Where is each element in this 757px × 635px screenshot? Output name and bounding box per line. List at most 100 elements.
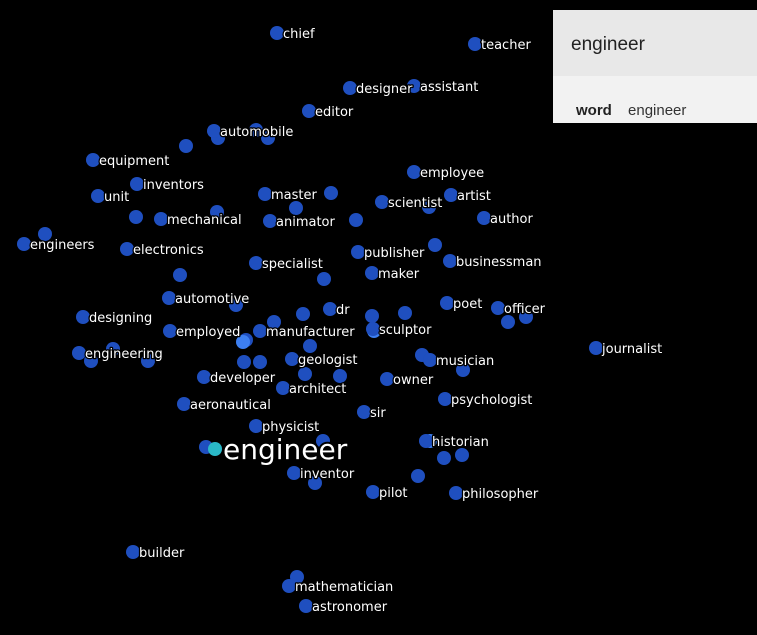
scatter-point[interactable] (298, 367, 312, 381)
point-electronics[interactable] (120, 242, 134, 256)
point-designer[interactable] (343, 81, 357, 95)
scatter-point[interactable] (422, 200, 436, 214)
scatter-point[interactable] (261, 131, 275, 145)
scatter-point[interactable] (38, 227, 52, 241)
point-developer[interactable] (197, 370, 211, 384)
label-master: master (271, 188, 317, 203)
point-designing[interactable] (76, 310, 90, 324)
point-businessman[interactable] (443, 254, 457, 268)
point-chief[interactable] (270, 26, 284, 40)
inspector-key: word (576, 102, 612, 119)
scatter-point[interactable] (308, 476, 322, 490)
point-journalist[interactable] (589, 341, 603, 355)
scatter-point[interactable] (249, 123, 263, 137)
point-philosopher[interactable] (449, 486, 463, 500)
label-employee: employee (420, 166, 484, 181)
scatter-point[interactable] (411, 469, 425, 483)
point-dr[interactable] (323, 302, 337, 316)
label-builder: builder (139, 546, 185, 561)
point-employed[interactable] (163, 324, 177, 338)
scatter-point[interactable] (267, 315, 281, 329)
scatter-point[interactable] (296, 307, 310, 321)
point-equipment[interactable] (86, 153, 100, 167)
scatter-point[interactable] (290, 570, 304, 584)
scatter-point[interactable] (437, 451, 451, 465)
point-artist[interactable] (444, 188, 458, 202)
point-publisher[interactable] (351, 245, 365, 259)
point-manufacturer[interactable] (253, 324, 267, 338)
label-historian: historian (432, 435, 489, 450)
scatter-point[interactable] (129, 210, 143, 224)
scatter-point[interactable] (428, 238, 442, 252)
point-sir[interactable] (357, 405, 371, 419)
label-astronomer: astronomer (312, 600, 388, 615)
scatter-point[interactable] (333, 369, 347, 383)
scatter-point[interactable] (324, 186, 338, 200)
inspector-value: engineer (628, 102, 687, 119)
label-officer: officer (504, 302, 546, 317)
point-poet[interactable] (440, 296, 454, 310)
point-maker[interactable] (365, 266, 379, 280)
scatter-point[interactable] (141, 354, 155, 368)
label-equipment: equipment (99, 154, 169, 169)
scatter-point[interactable] (316, 434, 330, 448)
scatter-point[interactable] (398, 306, 412, 320)
scatter-point[interactable] (317, 272, 331, 286)
scatter-point[interactable] (349, 213, 363, 227)
point-historian[interactable] (419, 434, 433, 448)
point-officer[interactable] (491, 301, 505, 315)
scatter-point[interactable] (455, 448, 469, 462)
label-author: author (490, 212, 533, 227)
point-animator[interactable] (263, 214, 277, 228)
scatter-point[interactable] (179, 139, 193, 153)
point-editor[interactable] (302, 104, 316, 118)
point-mechanical[interactable] (154, 212, 168, 226)
scatter-point[interactable] (173, 268, 187, 282)
scatter-point[interactable] (289, 201, 303, 215)
point-architect[interactable] (276, 381, 290, 395)
point-specialist[interactable] (249, 256, 263, 270)
point-inventor[interactable] (287, 466, 301, 480)
scatter-point[interactable] (229, 298, 243, 312)
point-master[interactable] (258, 187, 272, 201)
point-teacher[interactable] (468, 37, 482, 51)
label-dr: dr (336, 303, 350, 318)
scatter-point[interactable] (106, 342, 120, 356)
point-mathematician[interactable] (282, 579, 296, 593)
point-aeronautical[interactable] (177, 397, 191, 411)
scatter-point[interactable] (456, 363, 470, 377)
point-unit[interactable] (91, 189, 105, 203)
scatter-point[interactable] (303, 339, 317, 353)
scatter-point[interactable] (519, 310, 533, 324)
point-owner[interactable] (380, 372, 394, 386)
scatter-point[interactable] (236, 335, 250, 349)
label-physicist: physicist (262, 420, 319, 435)
point-author[interactable] (477, 211, 491, 225)
point-automotive[interactable] (162, 291, 176, 305)
scatter-point[interactable] (210, 205, 224, 219)
scatter-point[interactable] (237, 355, 251, 369)
scatter-point[interactable] (501, 315, 515, 329)
scatter-point[interactable] (84, 354, 98, 368)
point-engineering[interactable] (72, 346, 86, 360)
point-astronomer[interactable] (299, 599, 313, 613)
point-engineers[interactable] (17, 237, 31, 251)
scatter-point[interactable] (365, 309, 379, 323)
point-geologist[interactable] (285, 352, 299, 366)
point-automobile[interactable] (207, 124, 221, 138)
point-scientist[interactable] (375, 195, 389, 209)
point-builder[interactable] (126, 545, 140, 559)
point-physicist[interactable] (249, 419, 263, 433)
point-inventors[interactable] (130, 177, 144, 191)
point-sculptor[interactable] (366, 322, 380, 336)
point-psychologist[interactable] (438, 392, 452, 406)
label-specialist: specialist (262, 257, 323, 272)
scatter-point[interactable] (253, 355, 267, 369)
label-assistant: assistant (420, 80, 478, 95)
point-musician[interactable] (423, 353, 437, 367)
point-employee[interactable] (407, 165, 421, 179)
point-engineer[interactable] (208, 442, 222, 456)
point-assistant[interactable] (407, 79, 421, 93)
point-pilot[interactable] (366, 485, 380, 499)
